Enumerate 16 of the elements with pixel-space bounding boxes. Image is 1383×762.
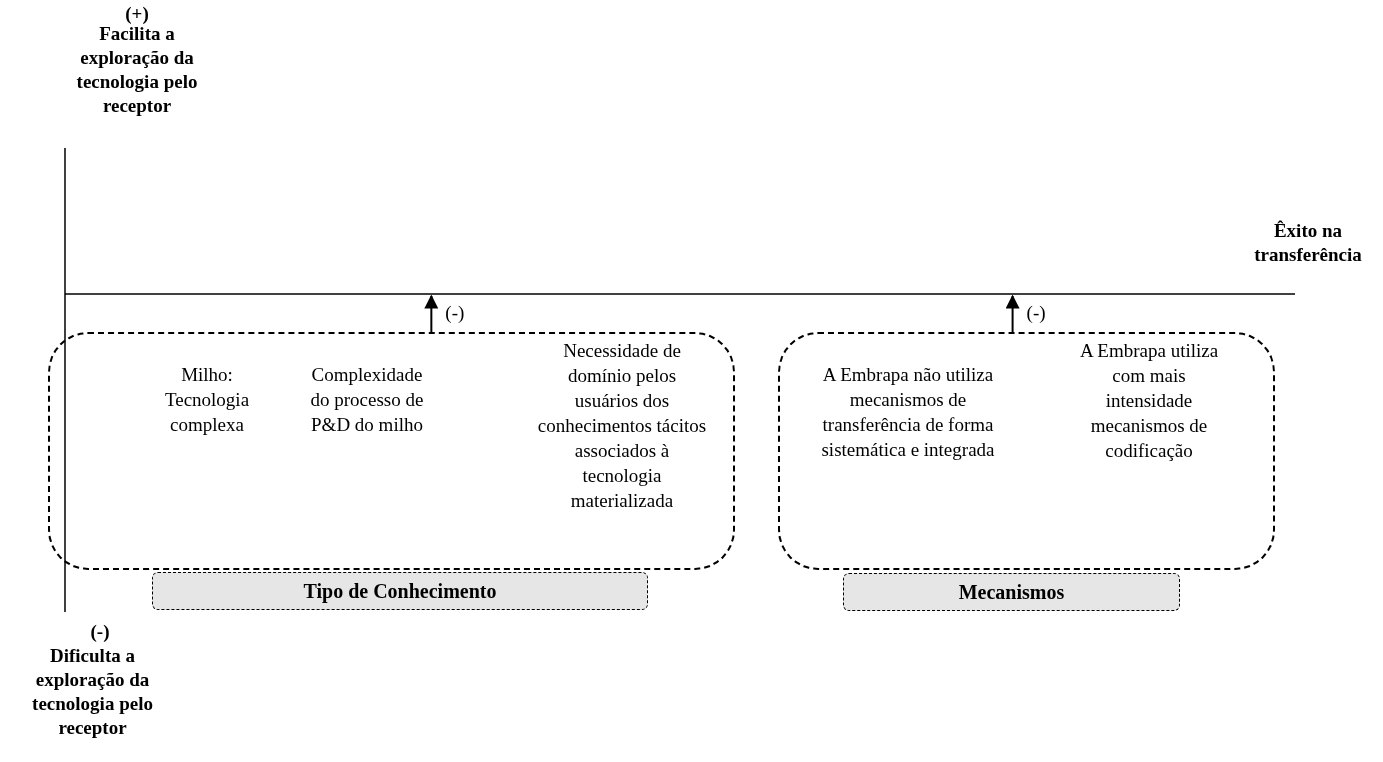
arrow <box>1005 294 1020 333</box>
node-text: Necessidade de domínio pelos usuários dos conhecimentos tácitos associados à tecnologia materializada <box>536 338 708 518</box>
arrow <box>424 294 439 333</box>
axis-label: (+) <box>124 2 150 26</box>
axis-label: Êxito na transferência <box>1253 219 1363 267</box>
dashed-group-box <box>778 332 1275 570</box>
node-text: A Embrapa não utiliza mecanismos de transferência de forma sistemática e integrada <box>820 362 996 492</box>
node-text: Milho: Tecnologia complexa <box>147 362 267 442</box>
node-text: A Embrapa utiliza com mais intensidade mecanismos de codificação <box>1074 338 1224 468</box>
group-title-box: Tipo de Conhecimento <box>152 572 648 610</box>
axis-label: Facilita a exploração da tecnologia pelo receptor <box>75 23 199 118</box>
axis-label: (-) <box>89 620 111 644</box>
dashed-group-box <box>48 332 735 570</box>
group-title-box: Mecanismos <box>843 573 1180 611</box>
node-text: Complexidade do processo de P&D do milho <box>300 362 434 442</box>
axis-label: Dificulta a exploração da tecnologia pelo receptor <box>31 644 154 740</box>
